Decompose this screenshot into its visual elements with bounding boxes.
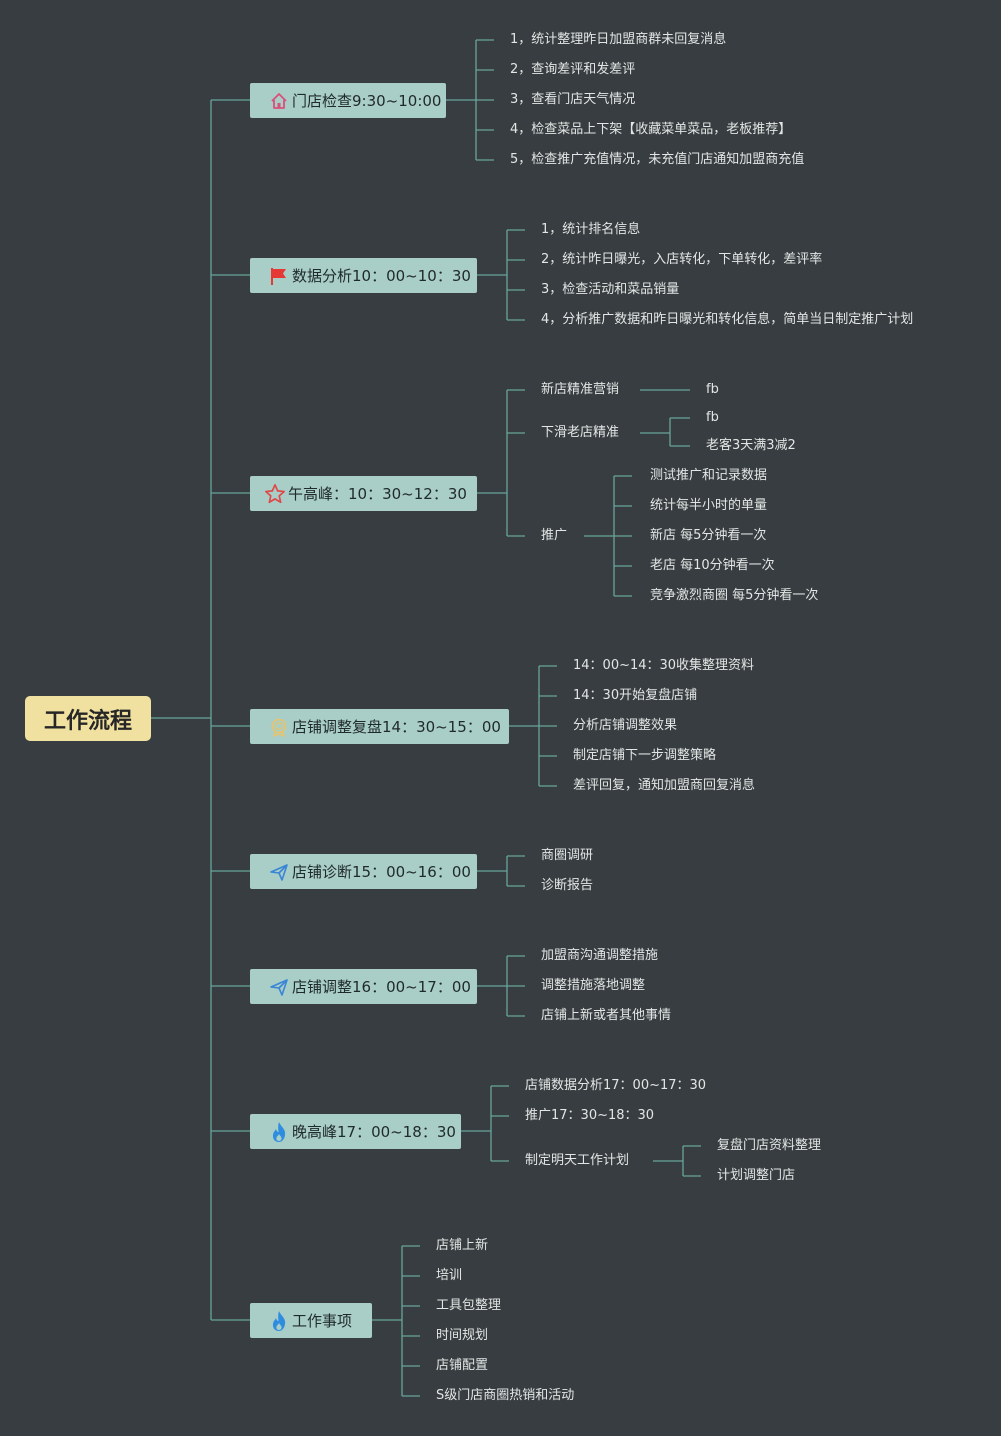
branch-store-review[interactable]: 店铺调整复盘14：30~15：00 (250, 709, 509, 744)
paper-plane-icon (268, 861, 290, 883)
leaf-item: 1，统计整理昨日加盟商群未回复消息 (510, 32, 727, 47)
leaf-item: 复盘门店资料整理 (717, 1138, 822, 1153)
leaf-item: 培训 (436, 1268, 463, 1283)
leaf-item: 店铺上新 (436, 1238, 489, 1253)
fire-icon (268, 1310, 290, 1332)
root-node[interactable]: 工作流程 (25, 696, 151, 741)
leaf-item: 3，检查活动和菜品销量 (541, 282, 680, 297)
leaf-item: 分析店铺调整效果 (573, 718, 678, 733)
leaf-item: 店铺配置 (436, 1358, 489, 1373)
paper-plane-icon (268, 976, 290, 998)
leaf-item: 店铺上新或者其他事情 (541, 1008, 672, 1023)
leaf-item: 老客3天满3减2 (706, 438, 796, 453)
leaf-item: 新店 每5分钟看一次 (650, 528, 767, 543)
leaf-item: 店铺数据分析17：00~17：30 (525, 1078, 707, 1093)
leaf-item: 工具包整理 (436, 1298, 502, 1313)
leaf-item: 加盟商沟通调整措施 (541, 948, 659, 963)
subbranch-label: 新店精准营销 (541, 382, 620, 397)
leaf-item: 4，检查菜品上下架【收藏菜单菜品，老板推荐】 (510, 122, 792, 137)
leaf-item: 调整措施落地调整 (541, 978, 646, 993)
branch-label: 晚高峰17：00~18：30 (292, 1123, 456, 1141)
branch-label: 数据分析10：00~10：30 (292, 267, 471, 285)
leaf-item: 诊断报告 (541, 878, 594, 893)
branch-store-adjust[interactable]: 店铺调整16：00~17：00 (250, 969, 477, 1004)
leaf-item: 老店 每10分钟看一次 (650, 558, 775, 573)
subbranch-label: 推广 (541, 528, 568, 543)
leaf-item: 14：30开始复盘店铺 (573, 688, 698, 703)
branch-label: 店铺调整复盘14：30~15：00 (292, 718, 501, 736)
leaf-item: 14：00~14：30收集整理资料 (573, 658, 755, 673)
leaf-item: 2，统计昨日曝光，入店转化，下单转化，差评率 (541, 252, 823, 267)
branch-store-diagnosis[interactable]: 店铺诊断15：00~16：00 (250, 854, 477, 889)
red-flag-icon (268, 265, 290, 287)
leaf-item: 统计每半小时的单量 (650, 498, 768, 513)
branch-label: 工作事项 (292, 1312, 353, 1330)
leaf-item: fb (706, 410, 719, 425)
branch-store-check[interactable]: 门店检查9:30~10:00 (250, 83, 446, 118)
branch-label: 午高峰：10：30~12：30 (288, 485, 467, 503)
branch-work-items[interactable]: 工作事项 (250, 1303, 372, 1338)
medal-icon (268, 716, 290, 738)
leaf-item: 商圈调研 (541, 848, 594, 863)
branch-label: 店铺调整16：00~17：00 (292, 978, 471, 996)
leaf-item: 3，查看门店天气情况 (510, 92, 636, 107)
subbranch-label: 下滑老店精准 (541, 425, 620, 440)
leaf-item: 测试推广和记录数据 (650, 468, 768, 483)
house-icon (268, 90, 290, 112)
leaf-item: 竞争激烈商圈 每5分钟看一次 (650, 588, 819, 603)
root-label: 工作流程 (43, 708, 132, 734)
leaf-item: 2，查询差评和发差评 (510, 62, 636, 77)
leaf-item: 差评回复，通知加盟商回复消息 (573, 778, 756, 793)
branch-lunch-peak[interactable]: 午高峰：10：30~12：30 (250, 476, 477, 511)
branch-data-analysis[interactable]: 数据分析10：00~10：30 (250, 258, 477, 293)
leaf-item: 1，统计排名信息 (541, 222, 641, 237)
leaf-item: 5，检查推广充值情况，未充值门店通知加盟商充值 (510, 152, 805, 167)
branch-label: 店铺诊断15：00~16：00 (292, 863, 471, 881)
branch-evening-peak[interactable]: 晚高峰17：00~18：30 (250, 1114, 461, 1149)
subbranch-label: 制定明天工作计划 (525, 1153, 630, 1168)
leaf-item: 计划调整门店 (717, 1168, 796, 1183)
leaf-item: 4，分析推广数据和昨日曝光和转化信息，简单当日制定推广计划 (541, 312, 914, 327)
branch-label: 门店检查9:30~10:00 (292, 92, 442, 110)
star-icon (264, 483, 286, 505)
leaf-item: S级门店商圈热销和活动 (436, 1388, 575, 1403)
leaf-item: 推广17：30~18：30 (525, 1108, 655, 1123)
leaf-item: 制定店铺下一步调整策略 (573, 748, 717, 763)
leaf-item: fb (706, 382, 719, 397)
leaf-item: 时间规划 (436, 1328, 489, 1343)
fire-icon (268, 1121, 290, 1143)
